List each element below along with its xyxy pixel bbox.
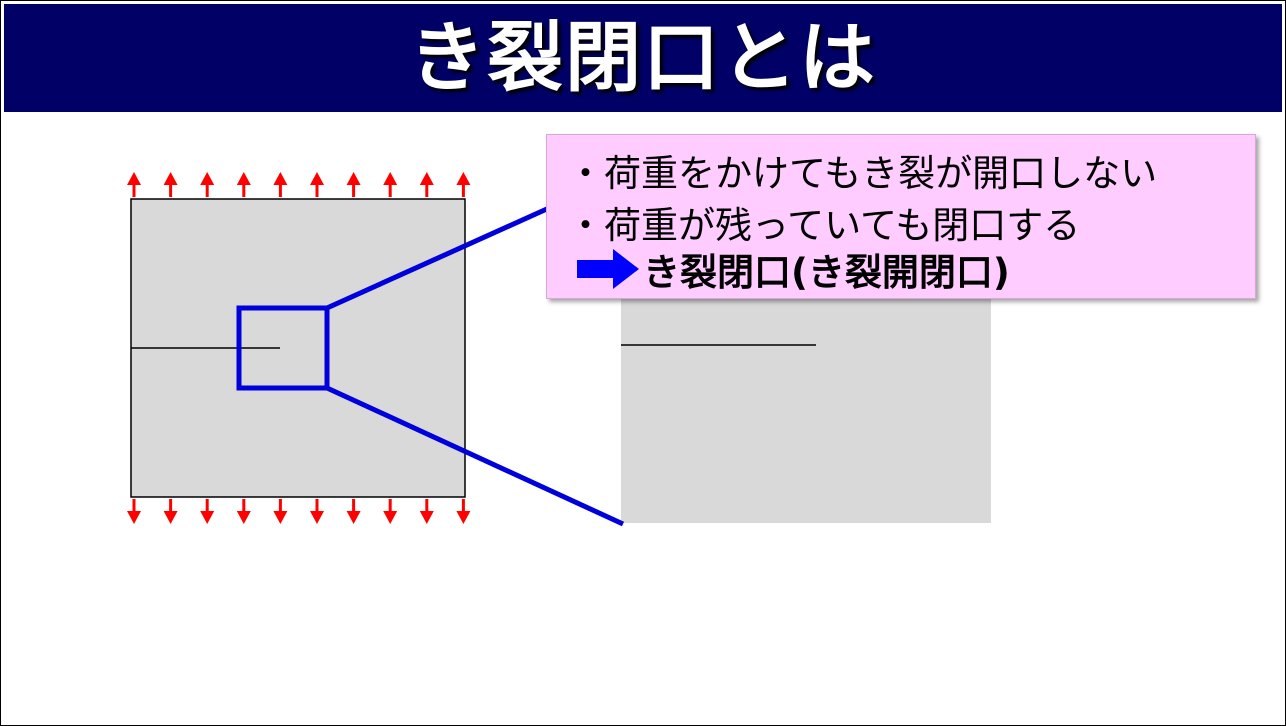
red-arrow-icon (346, 172, 361, 197)
red-arrow-icon (456, 499, 471, 524)
red-arrow-icon (383, 172, 398, 197)
red-arrow-icon (310, 499, 324, 524)
red-arrow-icon (310, 172, 324, 197)
red-arrow-icon (127, 499, 141, 524)
red-arrow-icon (456, 172, 471, 197)
explanation-callout: ・荷重をかけてもき裂が開口しない ・荷重が残っていても閉口する き裂閉口(き裂開… (546, 134, 1256, 299)
red-arrow-icon (419, 172, 434, 197)
red-arrow-icon (346, 499, 361, 524)
red-arrow-icon (273, 499, 288, 524)
red-arrow-icon (163, 499, 178, 524)
conclusion-text: き裂閉口(き裂開閉口) (643, 251, 1010, 294)
red-arrow-icon (236, 499, 251, 524)
load-arrows-bottom (127, 499, 471, 524)
blue-right-arrow-icon (577, 249, 639, 289)
red-arrow-icon (127, 172, 141, 197)
conclusion-line: き裂閉口(き裂開閉口) (577, 246, 1010, 294)
red-arrow-icon (163, 172, 178, 197)
load-arrows-top (127, 172, 471, 197)
zoom-connector-bottom (325, 385, 625, 527)
red-arrow-icon (236, 172, 251, 197)
bullet-no-opening: ・荷重をかけてもき裂が開口しない (567, 152, 1158, 195)
red-arrow-icon (273, 172, 288, 197)
red-arrow-icon (383, 499, 398, 524)
bullet-closes-under-load: ・荷重が残っていても閉口する (567, 204, 1081, 247)
magnified-view (621, 293, 991, 523)
red-arrow-icon (419, 499, 434, 524)
zoom-region (236, 305, 330, 391)
title-bar: き裂閉口とは (4, 4, 1282, 112)
slide-title: き裂閉口とは (409, 13, 877, 102)
red-arrow-icon (200, 499, 215, 524)
zoom-connector-top (325, 205, 551, 311)
red-arrow-icon (200, 172, 215, 197)
